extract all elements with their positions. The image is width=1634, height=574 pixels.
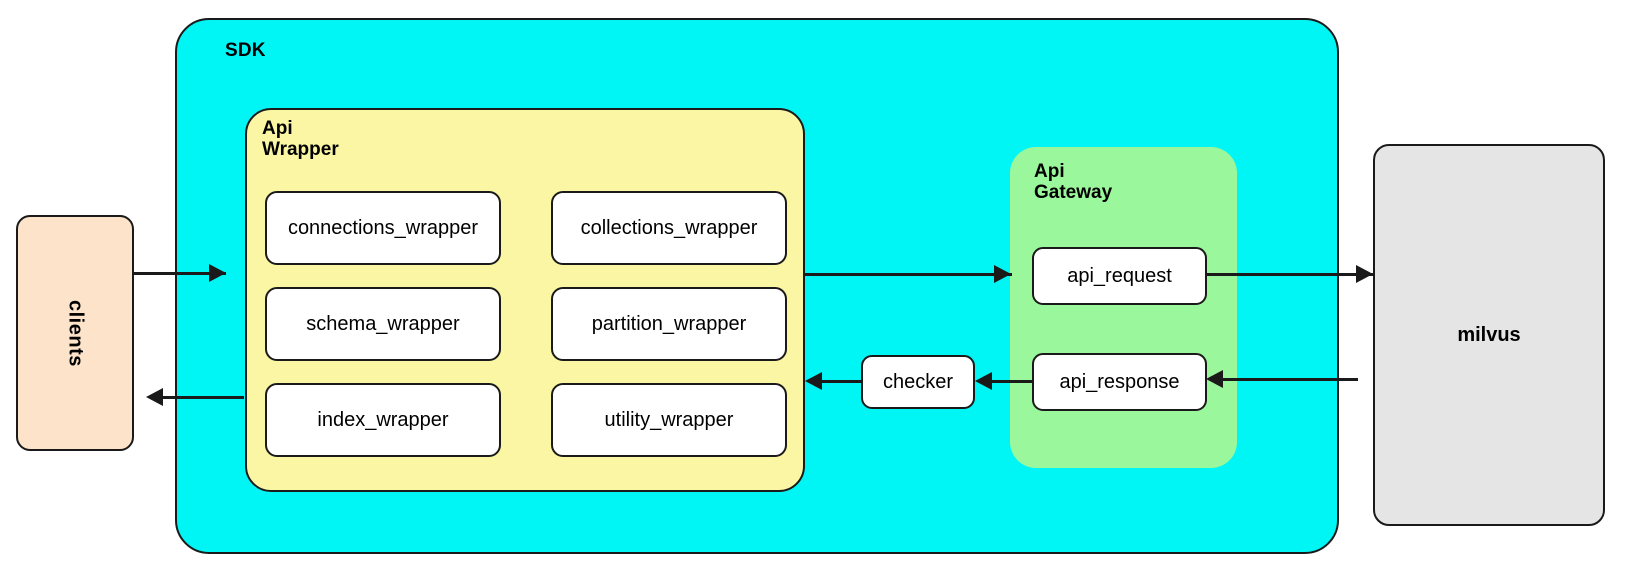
clients-box[interactable]: clients: [16, 215, 134, 451]
node-label: connections_wrapper: [287, 216, 479, 239]
connector-api-response-to-checker: [991, 380, 1033, 383]
node-index-wrapper[interactable]: index_wrapper: [265, 383, 501, 457]
node-api-response[interactable]: api_response: [1032, 353, 1207, 411]
node-checker[interactable]: checker: [861, 355, 975, 409]
arrowhead-checker-to-api-wrapper: [805, 372, 822, 390]
arrowhead-api-request-to-milvus: [1356, 265, 1373, 283]
arrowhead-api-response-to-checker: [975, 372, 992, 390]
connector-api-request-to-milvus: [1205, 273, 1373, 276]
node-label: utility_wrapper: [604, 408, 734, 431]
node-utility-wrapper[interactable]: utility_wrapper: [551, 383, 787, 457]
api-wrapper-title: Api Wrapper: [262, 118, 339, 161]
connector-api-wrapper-to-api-gateway: [804, 273, 1012, 276]
arrowhead-api-wrapper-to-api-gateway: [994, 265, 1011, 283]
node-schema-wrapper[interactable]: schema_wrapper: [265, 287, 501, 361]
api-gateway-container: Api Gateway: [1010, 147, 1237, 468]
milvus-label: milvus: [1457, 323, 1521, 346]
node-api-request[interactable]: api_request: [1032, 247, 1207, 305]
connector-clients-to-api-wrapper: [134, 272, 226, 275]
node-label: index_wrapper: [317, 408, 449, 431]
node-label: schema_wrapper: [306, 312, 460, 335]
connector-milvus-to-api-response: [1222, 378, 1358, 381]
node-label: partition_wrapper: [591, 312, 747, 335]
clients-label: clients: [64, 299, 87, 367]
arrowhead-milvus-to-api-response: [1206, 370, 1223, 388]
milvus-box[interactable]: milvus: [1373, 144, 1605, 526]
sdk-title: SDK: [225, 40, 266, 61]
node-collections-wrapper[interactable]: collections_wrapper: [551, 191, 787, 265]
api-gateway-title: Api Gateway: [1034, 161, 1113, 204]
connector-checker-to-api-wrapper: [821, 380, 862, 383]
node-label: api_request: [1067, 264, 1172, 287]
node-label: collections_wrapper: [580, 216, 758, 239]
node-connections-wrapper[interactable]: connections_wrapper: [265, 191, 501, 265]
arrowhead-clients-to-api-wrapper: [209, 264, 226, 282]
node-label: api_response: [1059, 370, 1180, 393]
arrowhead-api-wrapper-to-clients: [146, 388, 163, 406]
node-partition-wrapper[interactable]: partition_wrapper: [551, 287, 787, 361]
node-label: checker: [882, 370, 954, 393]
connector-api-wrapper-to-clients: [162, 396, 244, 399]
